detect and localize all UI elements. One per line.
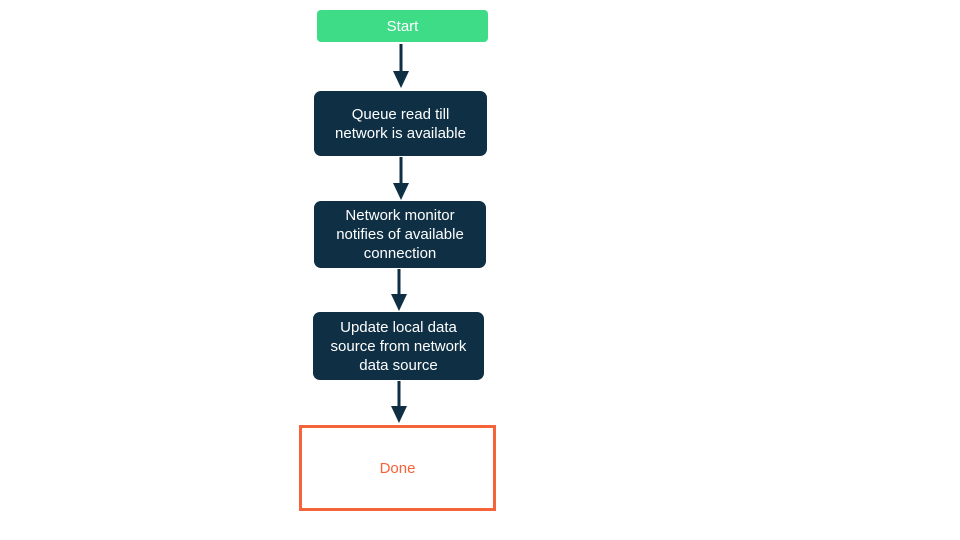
- flow-node-done[interactable]: Done: [299, 425, 496, 511]
- flow-edge-monitor-to-update: [388, 269, 410, 313]
- flow-edge-update-to-done: [388, 381, 410, 425]
- flow-node-network-monitor[interactable]: Network monitor notifies of available co…: [314, 201, 486, 268]
- flow-node-queue-read[interactable]: Queue read till network is available: [314, 91, 487, 156]
- flow-edge-start-to-queue: [390, 44, 412, 90]
- flow-edge-queue-to-monitor: [390, 157, 412, 202]
- flow-node-start[interactable]: Start: [317, 10, 488, 42]
- flow-node-update-local-data-source[interactable]: Update local data source from network da…: [313, 312, 484, 380]
